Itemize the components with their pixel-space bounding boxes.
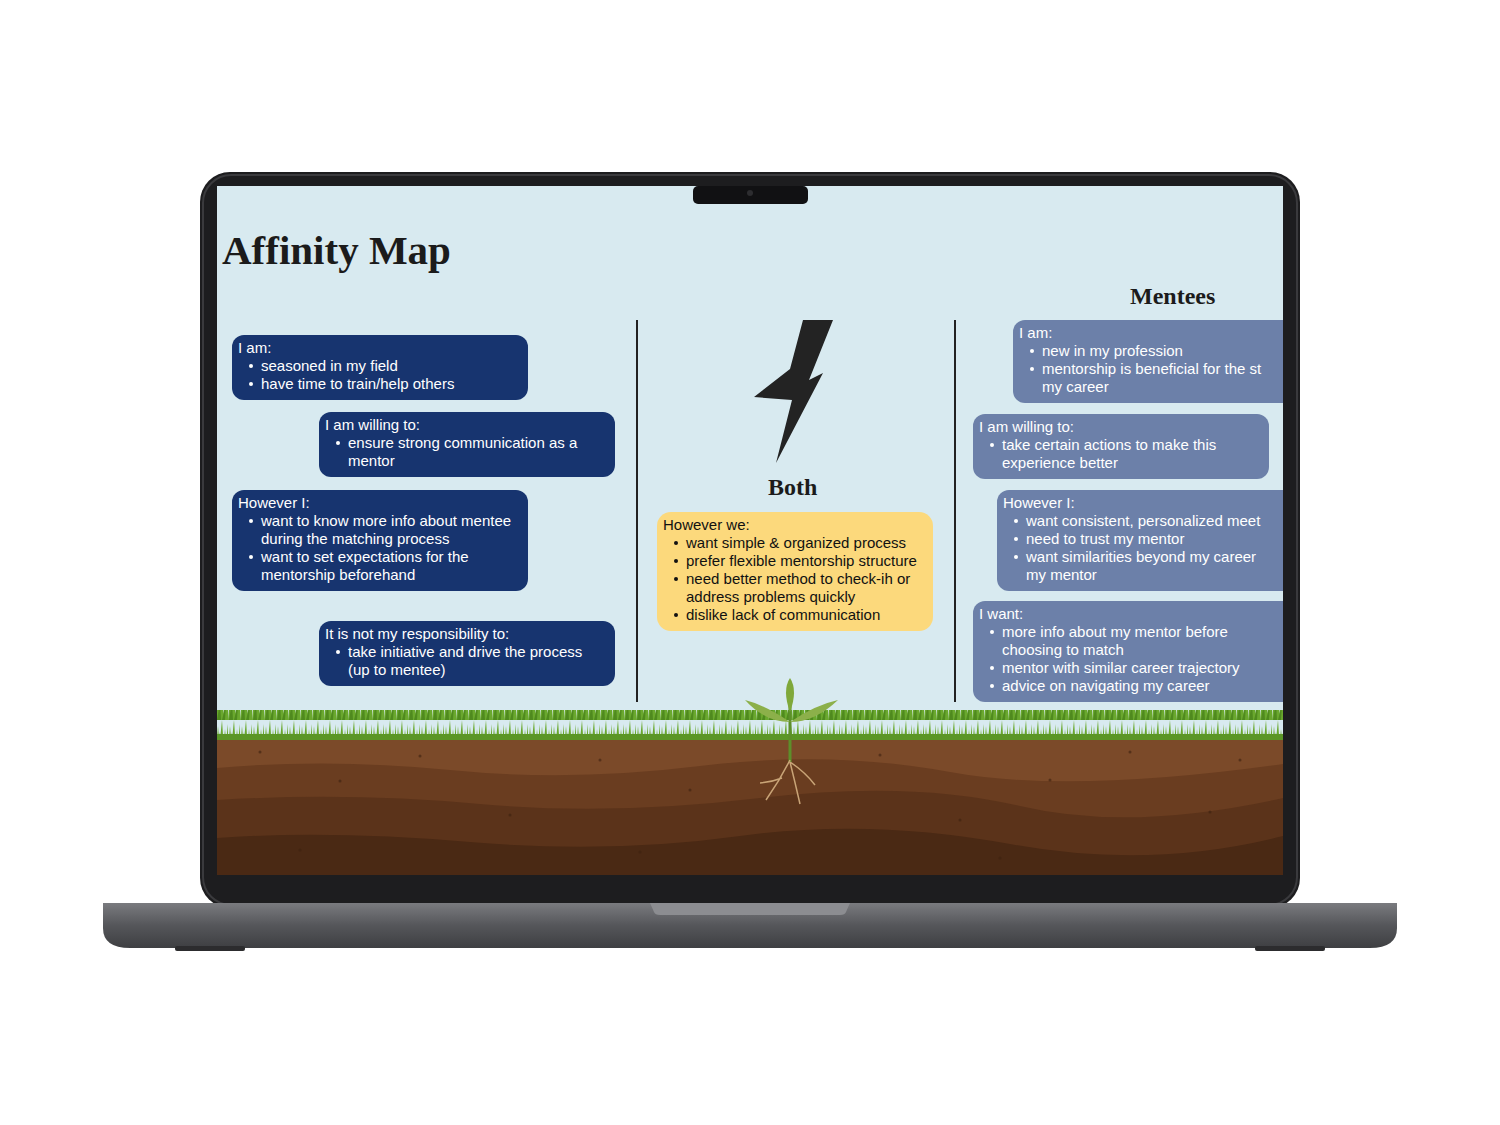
note-bullet: want to know more info about mentee duri… bbox=[238, 512, 520, 548]
note-heading: I am: bbox=[1019, 324, 1275, 342]
laptop-base bbox=[103, 903, 1397, 948]
note-bullet: advice on navigating my career bbox=[979, 677, 1275, 695]
note-bullet: want to set expectations for the mentors… bbox=[238, 548, 520, 584]
note-bullet: want simple & organized process bbox=[663, 534, 925, 552]
note-heading: I am willing to: bbox=[979, 418, 1261, 436]
affinity-note: I want:more info about my mentor before … bbox=[973, 601, 1283, 702]
note-bullet: more info about my mentor before choosin… bbox=[979, 623, 1275, 659]
note-heading: I am: bbox=[238, 339, 520, 357]
grass bbox=[217, 710, 1283, 740]
affinity-note: I am willing to:take certain actions to … bbox=[973, 414, 1269, 479]
note-bullet: take initiative and drive the process (u… bbox=[325, 643, 607, 679]
affinity-note: I am:seasoned in my fieldhave time to tr… bbox=[232, 335, 528, 400]
screen bbox=[217, 186, 1283, 875]
note-bullet: take certain actions to make this experi… bbox=[979, 436, 1261, 472]
lightning-icon bbox=[754, 320, 833, 463]
note-heading: It is not my responsibility to: bbox=[325, 625, 607, 643]
column-heading: Both bbox=[768, 473, 817, 501]
note-heading: However I: bbox=[238, 494, 520, 512]
note-bullet: need to trust my mentor bbox=[1003, 530, 1275, 548]
divider bbox=[636, 320, 638, 702]
note-heading: However we: bbox=[663, 516, 925, 534]
affinity-note: However we:want simple & organized proce… bbox=[657, 512, 933, 631]
note-bullet: mentor with similar career trajectory bbox=[979, 659, 1275, 677]
soil bbox=[217, 735, 1283, 875]
note-bullet: prefer flexible mentorship structure bbox=[663, 552, 925, 570]
affinity-note: I am:new in my professionmentorship is b… bbox=[1013, 320, 1283, 403]
affinity-note: However I:want consistent, personalized … bbox=[997, 490, 1283, 591]
note-bullet: need better method to check-ih or addres… bbox=[663, 570, 925, 606]
affinity-note: I am willing to:ensure strong communicat… bbox=[319, 412, 615, 477]
note-bullet: new in my profession bbox=[1019, 342, 1275, 360]
sprout bbox=[745, 678, 838, 804]
note-bullet: want similarities beyond my career my me… bbox=[1003, 548, 1275, 584]
note-bullet: dislike lack of communication bbox=[663, 606, 925, 624]
column-heading: Mentees bbox=[1130, 282, 1215, 310]
note-bullet: have time to train/help others bbox=[238, 375, 520, 393]
note-heading: I am willing to: bbox=[325, 416, 607, 434]
note-bullet: ensure strong communication as a mentor bbox=[325, 434, 607, 470]
affinity-note: It is not my responsibility to:take init… bbox=[319, 621, 615, 686]
page-title: Affinity Map bbox=[222, 226, 451, 274]
bezel bbox=[200, 172, 1300, 908]
note-heading: However I: bbox=[1003, 494, 1275, 512]
note-bullet: want consistent, personalized meet bbox=[1003, 512, 1275, 530]
divider bbox=[954, 320, 956, 702]
note-bullet: mentorship is beneficial for the st my c… bbox=[1019, 360, 1275, 396]
affinity-note: However I:want to know more info about m… bbox=[232, 490, 528, 591]
note-bullet: seasoned in my field bbox=[238, 357, 520, 375]
note-heading: I want: bbox=[979, 605, 1275, 623]
